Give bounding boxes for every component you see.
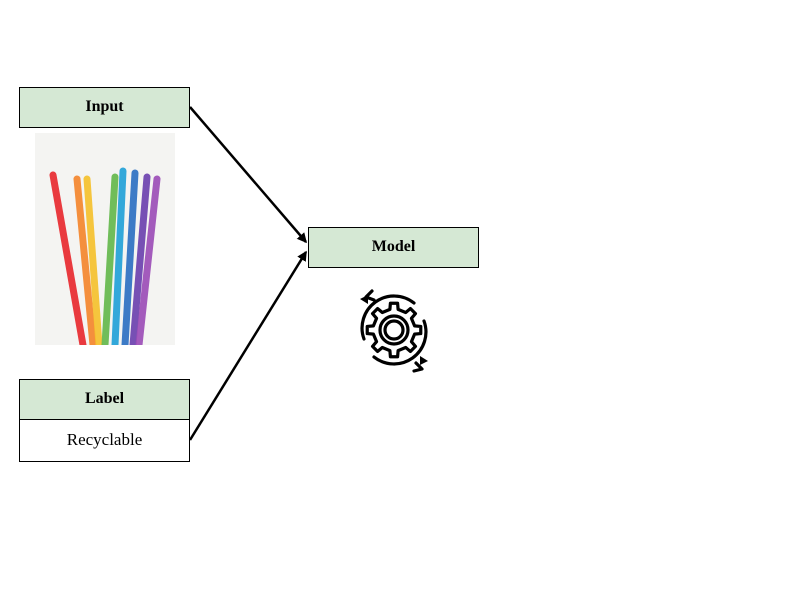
label-to-model-arrow: [188, 250, 308, 441]
label-title: Label: [84, 390, 125, 407]
straw: [111, 167, 127, 345]
straw: [121, 169, 139, 345]
label-header: Label: [19, 379, 190, 420]
straw: [83, 175, 103, 345]
label-value: Recyclable: [66, 430, 143, 449]
straws-group: [49, 167, 161, 345]
model-title: Model: [371, 238, 416, 255]
straw: [129, 173, 151, 345]
input-title: Input: [85, 98, 124, 115]
colorful-straws-image: [35, 133, 175, 345]
straw: [135, 175, 161, 345]
gear-refresh-icon: [360, 289, 428, 373]
straw: [101, 173, 119, 345]
straw: [73, 175, 97, 345]
straw: [49, 171, 87, 345]
model-header: Model: [308, 227, 479, 268]
label-value-box: Recyclable: [19, 419, 190, 462]
input-to-model-arrow: [189, 106, 307, 244]
input-header: Input: [19, 87, 190, 128]
